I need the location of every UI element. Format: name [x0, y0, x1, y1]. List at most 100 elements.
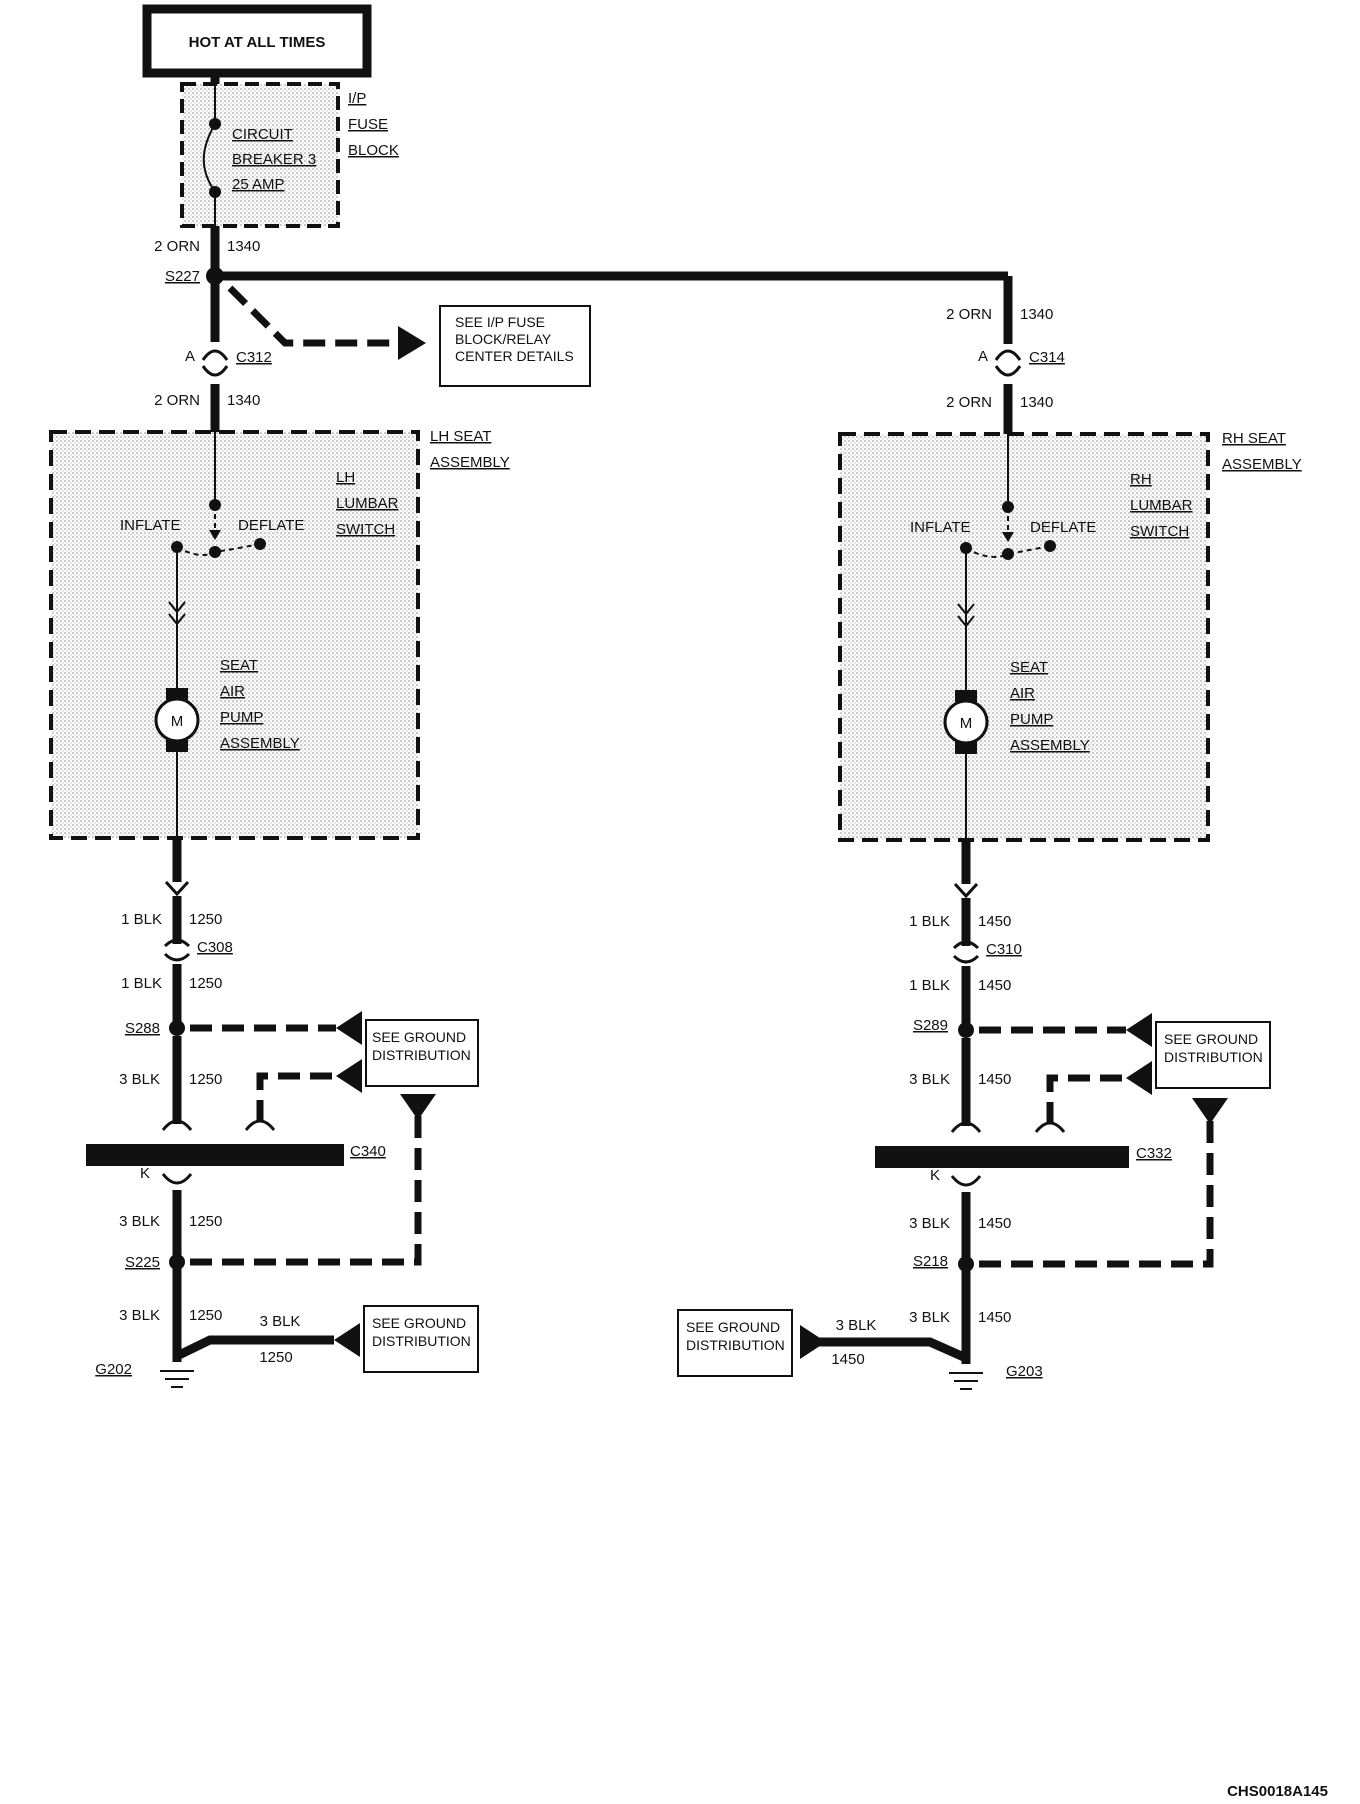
rh-wire2-circuit: 1450: [978, 977, 1011, 994]
splice-s227-label: S227: [165, 268, 200, 285]
lh-seat-title-1: LH SEAT: [430, 428, 491, 445]
lh-motor-label: M: [171, 713, 184, 730]
rh-motor-label: M: [960, 715, 973, 732]
svg-text:DISTRIBUTION: DISTRIBUTION: [686, 1337, 785, 1353]
lh-lumbar-switch-icon: [176, 543, 261, 557]
breaker-label-1: CIRCUIT: [232, 126, 293, 143]
fuse-block-title-2: FUSE: [348, 116, 388, 133]
lh-ground-wire-gauge: 3 BLK: [260, 1313, 301, 1330]
wire-circuit-right-mid: 1340: [1020, 394, 1053, 411]
splice-s289: [958, 1022, 974, 1038]
connector-c314-upper: [994, 349, 1022, 361]
ground-icon: [160, 1370, 194, 1388]
svg-text:DISTRIBUTION: DISTRIBUTION: [372, 1047, 471, 1063]
ground-g203-label: G203: [1006, 1363, 1043, 1380]
connector-c332-bar: [875, 1146, 1129, 1168]
lh-switch-title-3: SWITCH: [336, 521, 395, 538]
connector-c340-bar: [86, 1144, 344, 1166]
lh-wire2-circuit: 1250: [189, 975, 222, 992]
left-seat-circuit: A C312 2 ORN 1340 LH SEAT ASSEMBLY INFLA…: [49, 348, 510, 1388]
splice-s225: [169, 1254, 185, 1270]
splice-s225-label: S225: [125, 1254, 160, 1271]
dashed-ref-fuse-details: [227, 285, 400, 347]
see-fuse-line-1: SEE I/P FUSE: [455, 314, 545, 330]
wire-gauge-right-mid: 2 ORN: [946, 394, 992, 411]
rh-seat-assembly-box: [838, 432, 1210, 842]
svg-text:SEE GROUND: SEE GROUND: [372, 1029, 466, 1045]
lh-pin-k: K: [140, 1165, 150, 1182]
connector-c308-label: C308: [197, 939, 233, 956]
lh-triangle-down-icon: [400, 1094, 436, 1120]
lh-pump-title-1: SEAT: [220, 657, 258, 674]
connector-c308-lower: [163, 952, 191, 962]
rh-pump-title-3: PUMP: [1010, 711, 1053, 728]
rh-wire1-circuit: 1450: [978, 913, 1011, 930]
left-pin-a: A: [185, 348, 195, 365]
rh-triangle-down-icon: [1192, 1098, 1228, 1124]
rh-wire1-gauge: 1 BLK: [909, 913, 950, 930]
connector-c308-upper: [163, 938, 191, 948]
connector-c332-label: C332: [1136, 1145, 1172, 1162]
rh-switch-title-3: SWITCH: [1130, 523, 1189, 540]
lh-ground-wire-circuit: 1250: [259, 1349, 292, 1366]
fuse-block-title-1: I/P: [348, 90, 366, 107]
lh-pump-title-2: AIR: [220, 683, 245, 700]
splice-s288-label: S288: [125, 1020, 160, 1037]
lh-wire5-circuit: 1250: [189, 1307, 222, 1324]
see-fuse-details-box: SEE I/P FUSE BLOCK/RELAY CENTER DETAILS: [439, 305, 591, 387]
connector-c314-lower: [994, 365, 1022, 377]
wire-gauge-right-top: 2 ORN: [946, 306, 992, 323]
lh-inflate-label: INFLATE: [120, 517, 181, 534]
splice-s218-label: S218: [913, 1253, 948, 1270]
svg-text:SEE GROUND: SEE GROUND: [686, 1319, 780, 1335]
connector-c310-label: C310: [986, 941, 1022, 958]
power-source-label: HOT AT ALL TIMES: [189, 34, 326, 51]
wire-circuit-left-mid: 1340: [227, 392, 260, 409]
connector-c310-upper: [952, 940, 980, 950]
rh-switch-title-1: RH: [1130, 471, 1152, 488]
lh-see-ground-box-2: SEE GROUND DISTRIBUTION: [363, 1305, 479, 1373]
rh-wire4-gauge: 3 BLK: [909, 1215, 950, 1232]
lh-wire4-circuit: 1250: [189, 1213, 222, 1230]
rh-deflate-label: DEFLATE: [1030, 519, 1096, 536]
rh-switch-title-2: LUMBAR: [1130, 497, 1193, 514]
lh-wire4-gauge: 3 BLK: [119, 1213, 160, 1230]
lh-seat-assembly-box: [49, 430, 420, 840]
circuit-breaker-icon: [202, 123, 216, 193]
lh-wire3-gauge: 3 BLK: [119, 1071, 160, 1088]
rh-wire3-circuit: 1450: [978, 1071, 1011, 1088]
arrow-right-icon: [398, 326, 426, 360]
wire-circuit-top: 1340: [227, 238, 260, 255]
connector-c340-label: C340: [350, 1143, 386, 1160]
power-source-box: HOT AT ALL TIMES: [142, 4, 372, 78]
wire-circuit-right-top: 1340: [1020, 306, 1053, 323]
ground-g202-label: G202: [95, 1361, 132, 1378]
rh-ground-wire-circuit: 1450: [831, 1351, 864, 1368]
breaker-label-2: BREAKER 3: [232, 151, 316, 168]
lh-wire3-circuit: 1250: [189, 1071, 222, 1088]
splice-s289-label: S289: [913, 1017, 948, 1034]
connector-c312-upper: [201, 349, 229, 361]
fuse-block: CIRCUIT BREAKER 3 25 AMP I/P FUSE BLOCK: [180, 73, 399, 228]
rh-seat-title-2: ASSEMBLY: [1222, 456, 1302, 473]
lh-switch-title-1: LH: [336, 469, 355, 486]
lh-pump-title-4: ASSEMBLY: [220, 735, 300, 752]
see-fuse-line-2: BLOCK/RELAY: [455, 331, 552, 347]
svg-text:SEE GROUND: SEE GROUND: [372, 1315, 466, 1331]
lh-pump-title-3: PUMP: [220, 709, 263, 726]
lh-wire5-gauge: 3 BLK: [119, 1307, 160, 1324]
svg-text:DISTRIBUTION: DISTRIBUTION: [372, 1333, 471, 1349]
lh-wire1-circuit: 1250: [189, 911, 222, 928]
rh-lumbar-switch-icon: [965, 545, 1051, 558]
lh-switch-title-2: LUMBAR: [336, 495, 399, 512]
connector-c314-label: C314: [1029, 349, 1065, 366]
ground-icon: [949, 1372, 983, 1390]
right-pin-a: A: [978, 348, 988, 365]
lh-wire1-gauge: 1 BLK: [121, 911, 162, 928]
diagram-code: CHS0018A145: [1227, 1783, 1328, 1800]
rh-wire2-gauge: 1 BLK: [909, 977, 950, 994]
rh-wire5-circuit: 1450: [978, 1309, 1011, 1326]
connector-c312-label: C312: [236, 349, 272, 366]
rh-wire4-circuit: 1450: [978, 1215, 1011, 1232]
